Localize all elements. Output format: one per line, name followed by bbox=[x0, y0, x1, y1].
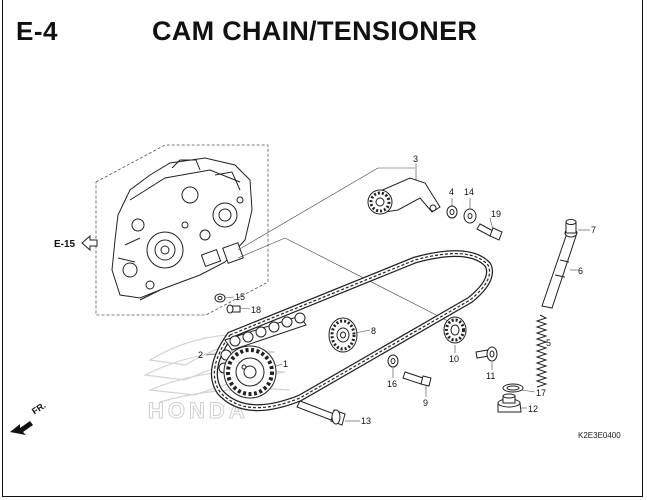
callout-10[interactable]: 10 bbox=[449, 354, 460, 364]
callout-2[interactable]: 2 bbox=[198, 350, 204, 360]
pivot-bolt-11 bbox=[475, 346, 498, 362]
tensioner-arm bbox=[367, 177, 441, 215]
callout-15[interactable]: 15 bbox=[235, 292, 246, 302]
guide-roller-10 bbox=[443, 316, 467, 344]
guide-roller-8 bbox=[328, 317, 358, 353]
page-title: CAM CHAIN/TENSIONER bbox=[152, 16, 478, 46]
flange-bolt-13 bbox=[296, 400, 346, 426]
front-direction-arrow-icon bbox=[10, 421, 33, 435]
callout-8[interactable]: 8 bbox=[371, 326, 377, 336]
callout-4[interactable]: 4 bbox=[449, 187, 455, 197]
cam-sprocket bbox=[223, 345, 277, 399]
callout-5[interactable]: 5 bbox=[546, 338, 552, 348]
callout-12[interactable]: 12 bbox=[528, 404, 539, 414]
callout-13[interactable]: 13 bbox=[361, 416, 372, 426]
callout-14[interactable]: 14 bbox=[464, 187, 475, 197]
tensioner-lifter bbox=[541, 219, 578, 309]
callout-1[interactable]: 1 bbox=[283, 359, 289, 369]
callout-17[interactable]: 17 bbox=[536, 388, 547, 398]
washer-bolt-18 bbox=[214, 293, 241, 314]
callout-18[interactable]: 18 bbox=[251, 305, 262, 315]
washer-bolt-9 bbox=[387, 354, 432, 387]
callout-6[interactable]: 6 bbox=[578, 266, 584, 276]
crankcase-illustration bbox=[111, 157, 253, 301]
callout-19[interactable]: 19 bbox=[491, 209, 502, 219]
section-number: E-4 bbox=[16, 16, 58, 46]
reference-arrow-icon bbox=[81, 234, 98, 252]
callout-11[interactable]: 11 bbox=[486, 371, 496, 381]
collar-washer-bolt bbox=[446, 205, 503, 241]
callout-7[interactable]: 7 bbox=[591, 225, 597, 235]
callout-16[interactable]: 16 bbox=[387, 379, 398, 389]
sealing-bolt-assembly bbox=[497, 383, 524, 413]
reference-label[interactable]: E-15 bbox=[54, 239, 76, 250]
diagram-code: K2E3E0400 bbox=[578, 431, 621, 440]
callout-9[interactable]: 9 bbox=[423, 398, 429, 408]
callout-3[interactable]: 3 bbox=[413, 154, 419, 164]
cam-chain bbox=[210, 250, 493, 412]
tensioner-spring bbox=[535, 314, 548, 388]
